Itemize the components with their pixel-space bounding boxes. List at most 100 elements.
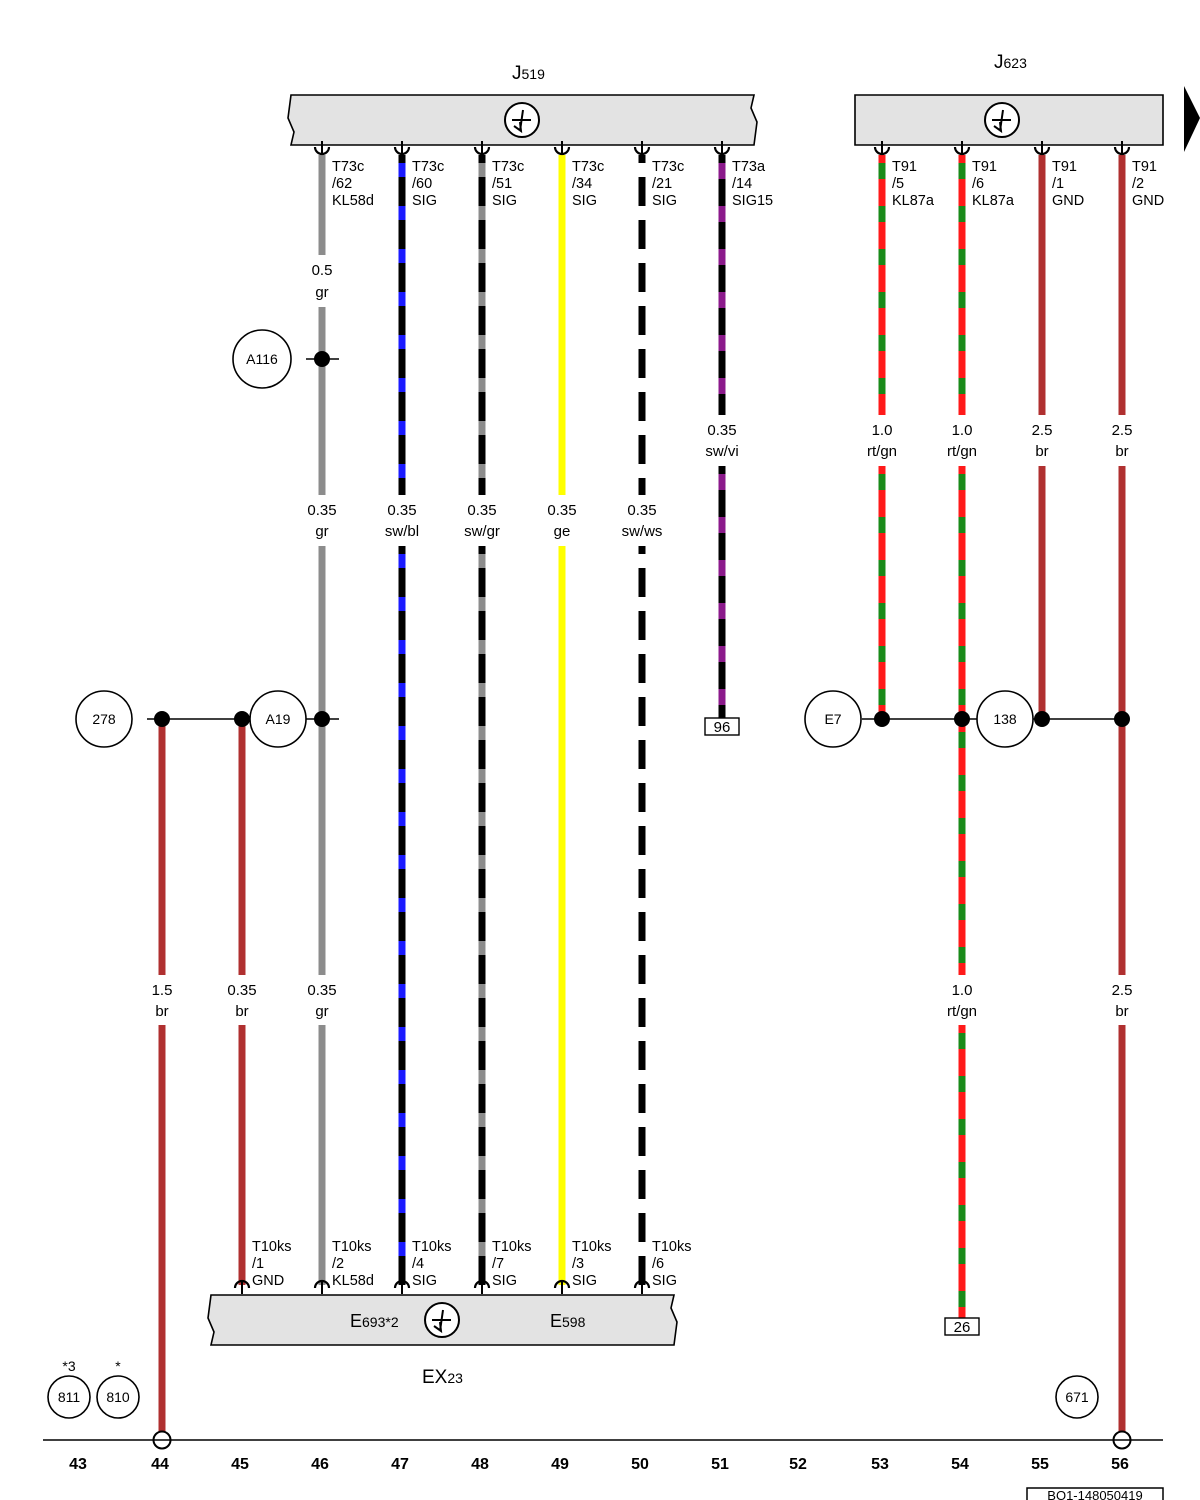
wire-color-label: br bbox=[1115, 443, 1128, 460]
wire-46-seg-2 bbox=[318, 307, 326, 495]
continuation-ref-label: 26 bbox=[954, 1319, 971, 1336]
component-j519: J519 bbox=[287, 63, 758, 146]
pin-label: T10ks bbox=[572, 1239, 612, 1255]
ref-bubble-note: *3 bbox=[62, 1358, 75, 1374]
j623-control-unit-icon bbox=[984, 102, 1020, 138]
pin-connector-icon bbox=[393, 141, 411, 156]
ref-bubble-278: 278 bbox=[75, 690, 133, 748]
ref-bubble-138: 138 bbox=[976, 690, 1034, 748]
wire-size-label: 1.0 bbox=[952, 422, 973, 439]
pin-label: T91 bbox=[972, 159, 997, 175]
continue-arrow-icon bbox=[1184, 86, 1200, 152]
wire-55-seg-2 bbox=[1038, 466, 1046, 719]
pin-label: /14 bbox=[732, 176, 752, 192]
pin-label: SIG bbox=[652, 1273, 677, 1289]
component-j623: J623 bbox=[854, 52, 1200, 152]
pin-label: SIG bbox=[572, 1273, 597, 1289]
column-number: 51 bbox=[711, 1456, 729, 1473]
pin-label: T10ks bbox=[652, 1239, 692, 1255]
ref-bubble-671: 671 bbox=[1055, 1375, 1099, 1419]
junction-node bbox=[1114, 711, 1130, 727]
wire-size-label: 1.0 bbox=[872, 422, 893, 439]
pin-label: KL87a bbox=[892, 193, 935, 209]
ref-bubble-label: 138 bbox=[993, 711, 1017, 727]
doc-code: BO1-148050419 bbox=[1047, 1488, 1142, 1500]
wire-48-seg-1 bbox=[478, 155, 486, 495]
wire-54-seg-1 bbox=[958, 155, 966, 415]
pin-connector-icon bbox=[633, 1279, 651, 1294]
pin-connector-icon bbox=[1113, 141, 1131, 156]
wire-49-seg-2 bbox=[558, 546, 566, 1285]
pin-label: /3 bbox=[572, 1256, 584, 1272]
pin-connector-icon bbox=[473, 1279, 491, 1294]
wire-53-seg-1 bbox=[878, 155, 886, 415]
pin-label: T91 bbox=[1052, 159, 1077, 175]
wire-size-label: 0.35 bbox=[387, 502, 416, 519]
ref-bubble-811: 811*3 bbox=[47, 1358, 91, 1419]
pin-label: SIG bbox=[492, 1273, 517, 1289]
pin-label: GND bbox=[1132, 193, 1164, 209]
pin-label: /6 bbox=[652, 1256, 664, 1272]
pin-label: /1 bbox=[1052, 176, 1064, 192]
wire-56-seg-3 bbox=[1118, 1025, 1126, 1432]
wire-53-seg-2 bbox=[878, 466, 886, 719]
wire-color-label: ge bbox=[554, 523, 571, 540]
wire-45-seg-1 bbox=[238, 719, 246, 975]
wire-44-seg-1 bbox=[158, 719, 166, 975]
wire-54-seg-3 bbox=[958, 1025, 966, 1318]
ex23-control-unit-icon bbox=[424, 1302, 460, 1338]
column-number: 53 bbox=[871, 1456, 889, 1473]
ref-bubble-label: 671 bbox=[1065, 1389, 1089, 1405]
wire-44-seg-2 bbox=[158, 1025, 166, 1432]
junction-node bbox=[314, 711, 330, 727]
wire-size-label: 0.35 bbox=[627, 502, 656, 519]
doc-code-box: BO1-148050419 bbox=[1026, 1487, 1164, 1500]
pin-label: T91 bbox=[1132, 159, 1157, 175]
pin-label: /6 bbox=[972, 176, 984, 192]
wire-45-seg-2 bbox=[238, 1025, 246, 1285]
pin-label: T10ks bbox=[412, 1239, 452, 1255]
wire-46-seg-1 bbox=[318, 155, 326, 255]
pin-label: SIG bbox=[652, 193, 677, 209]
j623-name: J623 bbox=[994, 52, 1027, 73]
wire-color-label: gr bbox=[315, 284, 328, 301]
continuation-ref-label: 96 bbox=[714, 719, 731, 736]
wire-size-label: 0.35 bbox=[467, 502, 496, 519]
wire-color-label: rt/gn bbox=[947, 1003, 977, 1020]
wire-color-label: rt/gn bbox=[947, 443, 977, 460]
wire-color-label: sw/bl bbox=[385, 523, 419, 540]
pin-label: SIG15 bbox=[732, 193, 773, 209]
pin-label: /2 bbox=[332, 1256, 344, 1272]
wire-color-label: sw/ws bbox=[622, 523, 663, 540]
pin-connector-icon bbox=[393, 1279, 411, 1294]
wire-size-label: 2.5 bbox=[1112, 982, 1133, 999]
pin-label: /62 bbox=[332, 176, 352, 192]
e598-name: E598 bbox=[550, 1311, 586, 1331]
e693-name: E693*2 bbox=[350, 1311, 399, 1331]
wire-color-label: sw/gr bbox=[464, 523, 500, 540]
ref-bubble-label: A19 bbox=[266, 711, 291, 727]
wire-size-label: 0.5 bbox=[312, 262, 333, 279]
pin-connector-icon bbox=[873, 141, 891, 156]
pin-label: T73c bbox=[332, 159, 364, 175]
wire-50-seg-1 bbox=[638, 155, 646, 495]
junction-node bbox=[234, 711, 250, 727]
column-number: 49 bbox=[551, 1456, 569, 1473]
wire-size-label: 1.5 bbox=[152, 982, 173, 999]
component-ex23: E693*2 E598 EX23 bbox=[207, 1294, 678, 1388]
pin-label: GND bbox=[1052, 193, 1084, 209]
wire-size-label: 0.35 bbox=[307, 502, 336, 519]
pin-connector-icon bbox=[313, 1279, 331, 1294]
ref-bubble-label: 810 bbox=[106, 1389, 130, 1405]
wire-color-label: br bbox=[1115, 1003, 1128, 1020]
junction-node bbox=[1034, 711, 1050, 727]
pin-connector-icon bbox=[233, 1279, 251, 1294]
pin-connector-icon bbox=[313, 141, 331, 156]
pin-label: T91 bbox=[892, 159, 917, 175]
j519-name: J519 bbox=[512, 63, 545, 84]
ex23-name: EX23 bbox=[422, 1367, 463, 1388]
wire-color-label: gr bbox=[315, 1003, 328, 1020]
wire-color-label: br bbox=[1035, 443, 1048, 460]
